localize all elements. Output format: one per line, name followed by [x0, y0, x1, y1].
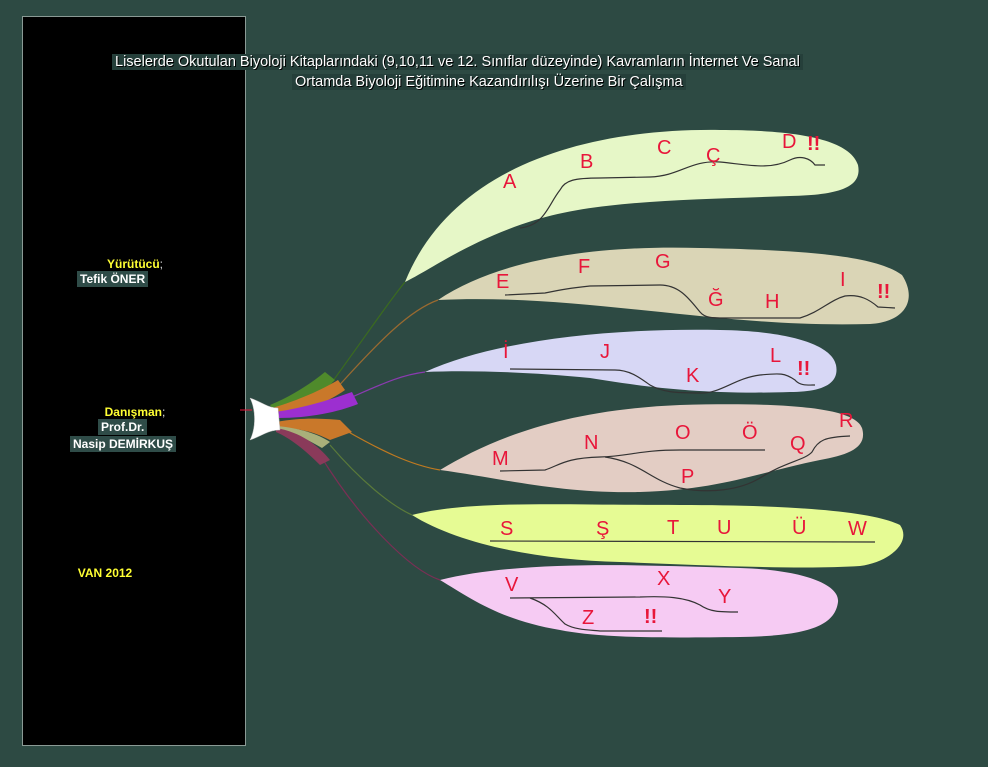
- connector-5: [329, 444, 413, 516]
- executor-separator: ;: [159, 257, 163, 271]
- label-U: U: [717, 517, 731, 539]
- label-D: D: [782, 131, 796, 153]
- ribbon-maroon: [276, 428, 330, 465]
- label-O: O: [675, 422, 691, 444]
- branch-leaf-5: [412, 504, 904, 568]
- label-P: P: [681, 466, 694, 488]
- label-X: X: [657, 568, 670, 590]
- ribbon-green: [270, 372, 335, 412]
- step-line-3: [509, 368, 816, 394]
- ribbon-purple: [275, 392, 358, 418]
- sidebar-panel: Yürütücü; Tefik ÖNER Danışman; Prof.Dr. …: [22, 16, 246, 746]
- label-B: B: [580, 151, 593, 173]
- label-Ğ: Ğ: [708, 288, 724, 311]
- step-line-4b: [604, 435, 851, 492]
- branch-leaf-2: [438, 247, 909, 325]
- label-Q: Q: [790, 433, 806, 455]
- label-Z: Z: [582, 607, 594, 629]
- label-G: G: [655, 251, 671, 273]
- label-T: T: [667, 517, 679, 539]
- advisor-label-row: Danışman;: [23, 405, 247, 419]
- label-Y: Y: [718, 586, 731, 608]
- connector-2: [334, 299, 439, 391]
- step-line-4a: [499, 449, 765, 472]
- connector-3: [344, 371, 426, 401]
- connector-1: [329, 281, 406, 386]
- step-line-5: [489, 540, 876, 543]
- label-V: V: [505, 574, 519, 596]
- label-F: F: [578, 256, 590, 278]
- label-H: H: [765, 291, 779, 313]
- label-L: L: [770, 345, 781, 367]
- label-W: W: [848, 518, 867, 540]
- ribbon-orange-upper: [272, 380, 345, 414]
- root-node: [249, 397, 281, 441]
- title-line-1: Liselerde Okutulan Biyoloji Kitaplarında…: [112, 54, 803, 70]
- label-K: K: [686, 365, 700, 387]
- label-Ö: Ö: [742, 422, 758, 444]
- connector-4: [344, 429, 441, 471]
- ribbon-brown: [276, 418, 352, 440]
- label-S: S: [500, 518, 513, 540]
- branch-leaf-3: [425, 329, 837, 393]
- branch-leaf-1: [405, 129, 859, 282]
- step-line-2: [504, 284, 896, 319]
- label-A: A: [503, 171, 517, 193]
- advisor-name: Nasip DEMİRKUŞ: [70, 436, 177, 452]
- executor-name: Tefik ÖNER: [77, 271, 149, 287]
- advisor-separator: ;: [162, 405, 166, 419]
- label-Z-exclaim: !!: [644, 606, 657, 628]
- step-line-1: [519, 156, 825, 229]
- executor-label-row: Yürütücü;: [23, 257, 247, 271]
- label-I-exclaim: !!: [877, 281, 890, 303]
- label-J: J: [600, 341, 610, 363]
- connector-6: [319, 454, 441, 581]
- branch-leaf-6: [440, 565, 839, 638]
- step-line-6b: [529, 597, 662, 632]
- label-I: I: [840, 269, 846, 291]
- label-Ü: Ü: [792, 517, 806, 539]
- label-Ç: Ç: [706, 145, 720, 167]
- location-year: VAN 2012: [77, 566, 133, 580]
- executor-label: Yürütücü: [106, 257, 160, 271]
- label-D-exclaim: !!: [807, 133, 820, 155]
- label-Ş: Ş: [596, 518, 609, 540]
- label-C: C: [657, 137, 671, 159]
- label-L-exclaim: !!: [797, 358, 810, 380]
- advisor-label: Danışman: [104, 405, 162, 419]
- advisor-title: Prof.Dr.: [98, 419, 148, 435]
- label-M: M: [492, 448, 509, 470]
- label-İ: İ: [503, 340, 509, 363]
- label-R: R: [839, 410, 853, 432]
- label-E: E: [496, 271, 509, 293]
- label-N: N: [584, 432, 598, 454]
- title-line-2: Ortamda Biyoloji Eğitimine Kazandırılışı…: [292, 74, 686, 90]
- step-line-6a: [509, 596, 739, 613]
